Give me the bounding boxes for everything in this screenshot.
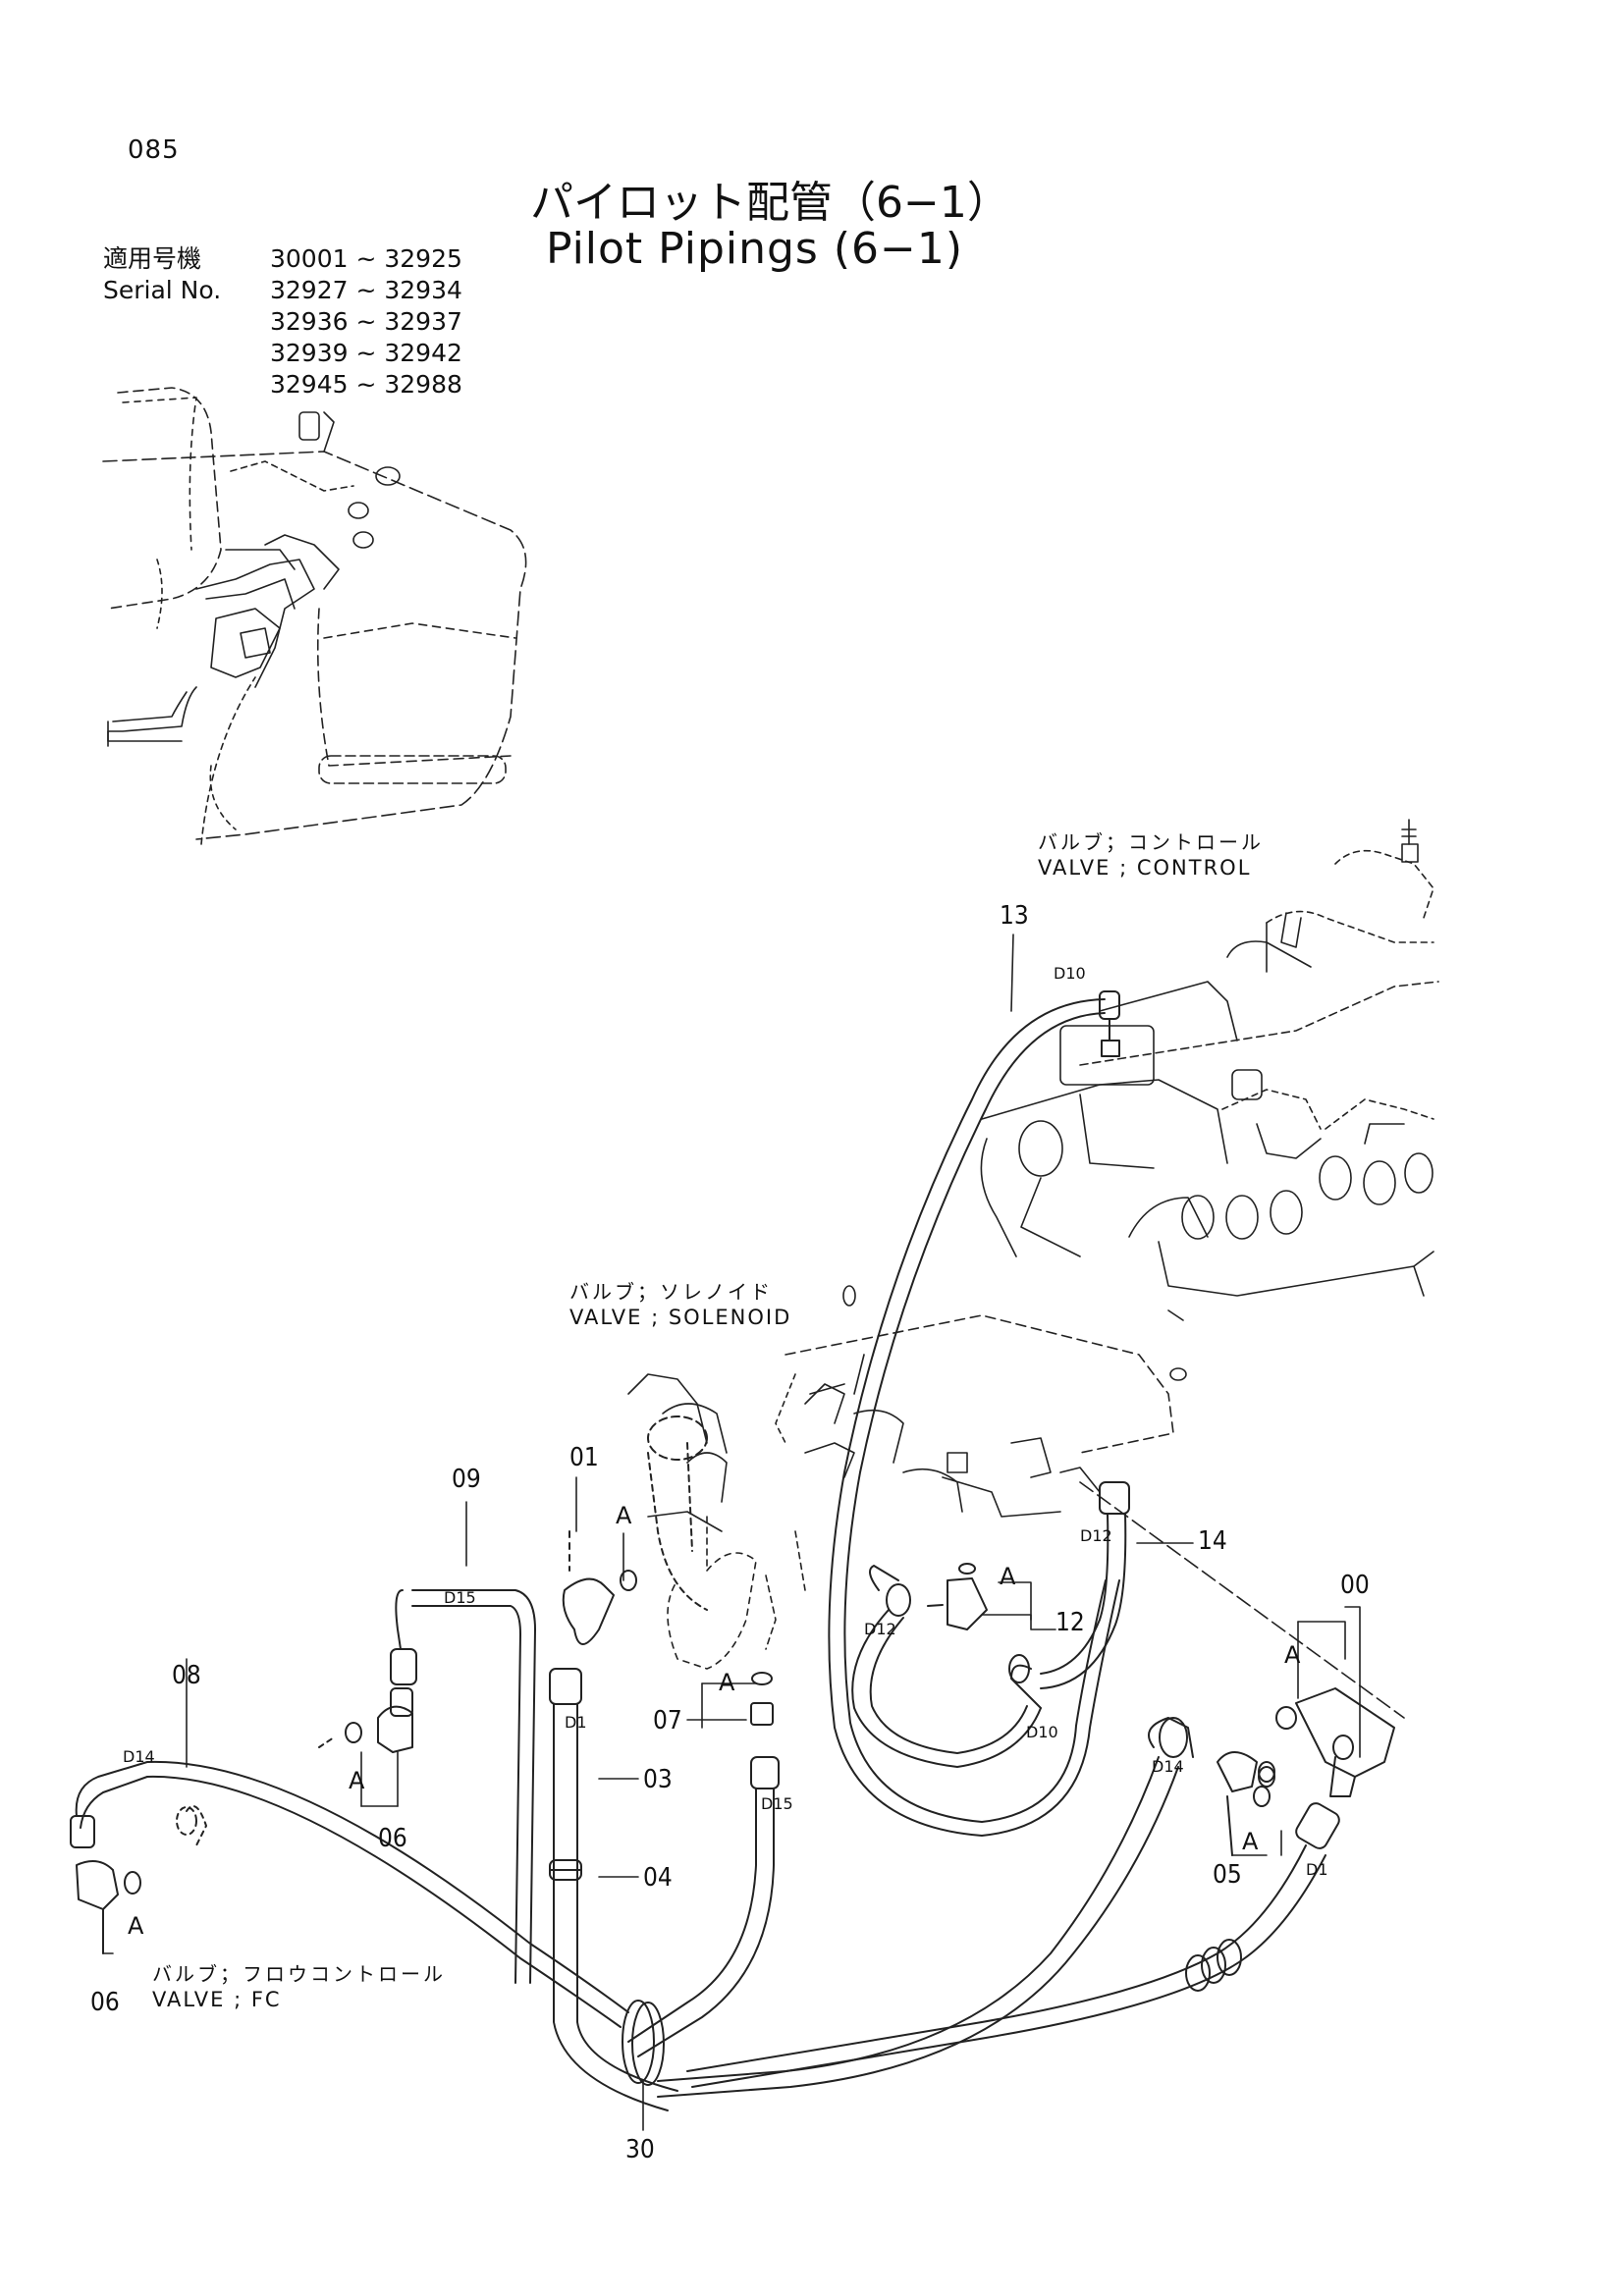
control-valve-illustration: [980, 819, 1439, 1381]
hose-d15: [627, 1672, 780, 2057]
part-08: 08: [172, 1661, 201, 1690]
detail-a-12: A: [1000, 1563, 1016, 1590]
fitting-06-lower: [76, 1860, 141, 1954]
machine-overview-illustration: [102, 387, 527, 845]
part-06-upper: 06: [378, 1824, 407, 1853]
solenoid-valve-label-en: VALVE ; SOLENOID: [569, 1306, 792, 1329]
part-07: 07: [653, 1706, 682, 1735]
fc-valve-label-en: VALVE ; FC: [152, 1988, 282, 2011]
detail-a-06-lower: A: [128, 1912, 144, 1940]
leader-lines: [102, 934, 1361, 2131]
control-valve-label-en: VALVE ; CONTROL: [1038, 856, 1252, 880]
part-00: 00: [1340, 1571, 1370, 1600]
serial-range-1: 30001 ~ 32925: [270, 244, 462, 273]
part-03: 03: [643, 1765, 673, 1794]
fitting-06-upper: [318, 1687, 413, 1753]
clamp-30: [622, 2000, 665, 2086]
serial-label-japanese: 適用号機: [103, 244, 202, 273]
dim-d12-hose14: D12: [1080, 1526, 1112, 1545]
serial-range-3: 32936 ~ 32937: [270, 307, 462, 336]
solenoid-valve-label-ja: バルブ；ソレノイド: [569, 1280, 773, 1304]
detail-a-05: A: [1242, 1828, 1259, 1855]
detail-a-07: A: [719, 1669, 735, 1696]
part-30: 30: [625, 2135, 655, 2164]
serial-range-5: 32945 ~ 32988: [270, 370, 462, 399]
dim-d15-hose: D15: [761, 1794, 793, 1813]
dim-d14-right: D14: [1152, 1757, 1184, 1776]
part-06-lower: 06: [90, 1988, 120, 2017]
dim-d10-top: D10: [1054, 964, 1086, 983]
hose-long-right: [657, 1717, 1340, 2098]
dim-d1-hose03: D1: [565, 1713, 587, 1732]
part-01: 01: [569, 1443, 599, 1472]
dim-d15-hose09: D15: [444, 1588, 476, 1607]
hose-09: [390, 1589, 536, 1984]
dim-d14-hose08: D14: [123, 1747, 155, 1766]
fc-valve-label-ja: バルブ；フロウコントロール: [152, 1962, 446, 1986]
page-number: 085: [128, 135, 180, 165]
part-13: 13: [1000, 901, 1029, 931]
serial-label-english: Serial No.: [103, 276, 222, 304]
part-05: 05: [1213, 1860, 1242, 1890]
fitting-00: [1258, 1687, 1395, 1797]
solenoid-valve-illustration: [627, 1285, 1405, 1719]
dim-d10-hose12: D10: [1026, 1723, 1058, 1741]
dim-d1-right: D1: [1306, 1860, 1328, 1879]
hose-12: [851, 1563, 1042, 1768]
part-12: 12: [1055, 1608, 1085, 1637]
control-valve-label-ja: バルブ；コントロール: [1038, 830, 1264, 854]
detail-a-01: A: [616, 1502, 632, 1529]
part-04: 04: [643, 1863, 673, 1893]
fitting-01: [562, 1415, 708, 1645]
title-japanese: パイロット配管（6−1）: [530, 178, 1010, 228]
title-english: Pilot Pipings (6−1): [546, 224, 964, 274]
hose-13: [828, 990, 1120, 1837]
part-09: 09: [452, 1465, 481, 1494]
part-14: 14: [1198, 1526, 1227, 1556]
serial-range-4: 32939 ~ 32942: [270, 339, 462, 367]
detail-a-00: A: [1284, 1641, 1301, 1669]
hose-14: [1040, 1481, 1130, 1689]
dim-d12-hose12: D12: [864, 1620, 896, 1638]
detail-a-06-upper: A: [349, 1767, 365, 1794]
hose-08: [70, 1760, 629, 2028]
serial-range-2: 32927 ~ 32934: [270, 276, 462, 304]
